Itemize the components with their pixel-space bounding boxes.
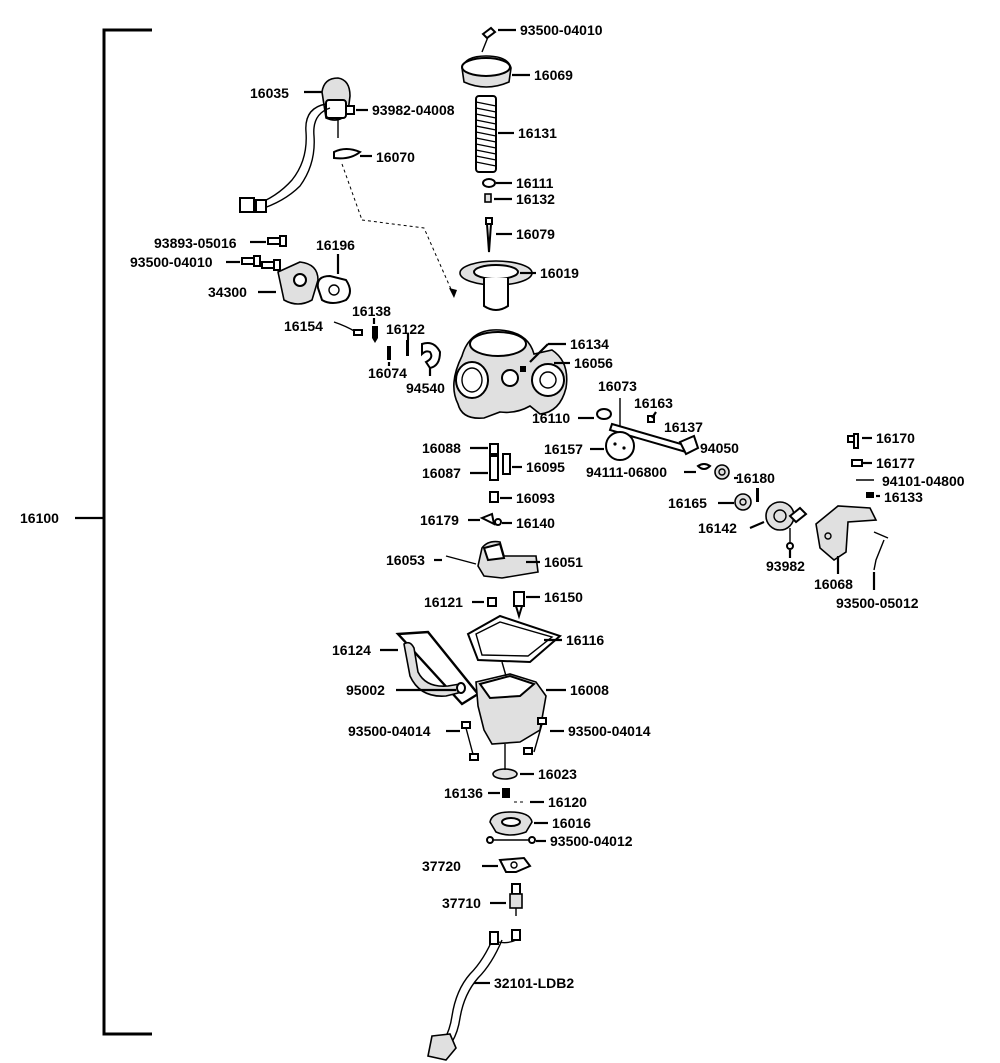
label-16132[interactable]: 16132 bbox=[516, 191, 555, 207]
float-bowl-gasket-part bbox=[466, 614, 562, 664]
label-93982-04008[interactable]: 93982-04008 bbox=[372, 102, 455, 118]
label-16131[interactable]: 16131 bbox=[518, 125, 557, 141]
label-16140[interactable]: 16140 bbox=[516, 515, 555, 531]
nut-94050-part bbox=[714, 464, 730, 480]
accelerator-pump-part bbox=[486, 788, 536, 844]
label-16121[interactable]: 16121 bbox=[424, 594, 463, 610]
label-16180[interactable]: 16180 bbox=[736, 470, 775, 486]
label-16110[interactable]: 16110 bbox=[532, 410, 570, 426]
top-screw-part bbox=[481, 26, 497, 53]
throttle-drum-part bbox=[734, 488, 808, 550]
label-94111-06800[interactable]: 94111-06800 bbox=[586, 464, 667, 480]
label-16137[interactable]: 16137 bbox=[664, 419, 703, 435]
carburetor-body-part bbox=[453, 329, 568, 420]
label-16074[interactable]: 16074 bbox=[368, 365, 407, 381]
spring-part bbox=[475, 95, 497, 173]
label-93500-04010-left[interactable]: 93500-04010 bbox=[130, 254, 213, 270]
label-16157[interactable]: 16157 bbox=[544, 441, 583, 457]
label-93500-05012[interactable]: 93500-05012 bbox=[836, 595, 919, 611]
label-93500-04014-right[interactable]: 93500-04014 bbox=[568, 723, 651, 739]
label-16122[interactable]: 16122 bbox=[386, 321, 425, 337]
bowl-drain-plug-part bbox=[492, 744, 518, 780]
jet-needle-part bbox=[485, 217, 493, 253]
label-16142[interactable]: 16142 bbox=[698, 520, 737, 536]
label-16154[interactable]: 16154 bbox=[284, 318, 323, 334]
label-16116[interactable]: 16116 bbox=[566, 632, 604, 648]
wire-harness-part bbox=[427, 929, 521, 1061]
label-16150[interactable]: 16150 bbox=[544, 589, 583, 605]
main-jets-part bbox=[479, 443, 511, 526]
drain-tube-part bbox=[395, 630, 480, 706]
label-16165[interactable]: 16165 bbox=[668, 495, 707, 511]
label-16093[interactable]: 16093 bbox=[516, 490, 555, 506]
label-16136[interactable]: 16136 bbox=[444, 785, 483, 801]
label-16051[interactable]: 16051 bbox=[544, 554, 583, 570]
label-32101-LDB2[interactable]: 32101-LDB2 bbox=[494, 975, 574, 991]
needle-clip-part bbox=[482, 178, 496, 203]
choke-screw-part bbox=[345, 105, 355, 115]
label-94050[interactable]: 94050 bbox=[700, 440, 739, 456]
label-94101-04800[interactable]: 94101-04800 bbox=[882, 473, 965, 489]
label-95002[interactable]: 95002 bbox=[346, 682, 385, 698]
label-16196[interactable]: 16196 bbox=[316, 237, 355, 253]
label-94540[interactable]: 94540 bbox=[406, 380, 445, 396]
label-16073[interactable]: 16073 bbox=[598, 378, 637, 394]
label-93500-04010-top[interactable]: 93500-04010 bbox=[520, 22, 603, 38]
choke-plate-part bbox=[333, 148, 362, 160]
auto-choke-part bbox=[239, 77, 351, 213]
assembly-bracket bbox=[75, 28, 152, 1036]
label-93982[interactable]: 93982 bbox=[766, 558, 805, 574]
label-16079[interactable]: 16079 bbox=[516, 226, 555, 242]
heater-bracket-part bbox=[498, 856, 532, 873]
label-93500-04014-left[interactable]: 93500-04014 bbox=[348, 723, 431, 739]
sensor-screws-part bbox=[241, 235, 287, 271]
label-16163[interactable]: 16163 bbox=[634, 395, 673, 411]
label-16138[interactable]: 16138 bbox=[352, 303, 391, 319]
throttle-position-sensor-part bbox=[277, 261, 319, 305]
label-16016[interactable]: 16016 bbox=[552, 815, 591, 831]
heater-sensor-part bbox=[509, 883, 523, 916]
label-16100[interactable]: 16100 bbox=[20, 510, 59, 526]
bowl-screws-part bbox=[461, 717, 547, 761]
label-16177[interactable]: 16177 bbox=[876, 455, 915, 471]
label-16120[interactable]: 16120 bbox=[548, 794, 587, 810]
label-16023[interactable]: 16023 bbox=[538, 766, 577, 782]
small-jets-part bbox=[333, 321, 442, 370]
float-pin-valve-part bbox=[487, 591, 525, 620]
label-93893-05016[interactable]: 93893-05016 bbox=[154, 235, 237, 251]
label-93500-04012[interactable]: 93500-04012 bbox=[550, 833, 633, 849]
label-16134[interactable]: 16134 bbox=[570, 336, 609, 352]
diaphragm-piston-part bbox=[459, 260, 533, 311]
throttle-shaft-part bbox=[596, 398, 712, 470]
label-16170[interactable]: 16170 bbox=[876, 430, 915, 446]
label-16008[interactable]: 16008 bbox=[570, 682, 609, 698]
sensor-gasket-part bbox=[316, 274, 351, 304]
label-37710[interactable]: 37710 bbox=[442, 895, 481, 911]
label-16111[interactable]: 16111 bbox=[516, 175, 554, 191]
label-16053[interactable]: 16053 bbox=[386, 552, 425, 568]
label-16069[interactable]: 16069 bbox=[534, 67, 573, 83]
float-bowl-part bbox=[475, 661, 547, 745]
label-16056[interactable]: 16056 bbox=[574, 355, 613, 371]
label-16070[interactable]: 16070 bbox=[376, 149, 415, 165]
label-16035[interactable]: 16035 bbox=[250, 85, 289, 101]
choke-assembly-guide bbox=[341, 163, 363, 221]
label-16068[interactable]: 16068 bbox=[814, 576, 853, 592]
label-16095[interactable]: 16095 bbox=[526, 459, 565, 475]
label-37720[interactable]: 37720 bbox=[422, 858, 461, 874]
label-16019[interactable]: 16019 bbox=[540, 265, 579, 281]
label-16124[interactable]: 16124 bbox=[332, 642, 371, 658]
label-34300[interactable]: 34300 bbox=[208, 284, 247, 300]
label-16087[interactable]: 16087 bbox=[422, 465, 461, 481]
float-part bbox=[445, 540, 539, 579]
cable-bracket-part bbox=[815, 433, 889, 571]
label-16179[interactable]: 16179 bbox=[420, 512, 459, 528]
label-16133[interactable]: 16133 bbox=[884, 489, 923, 505]
label-16088[interactable]: 16088 bbox=[422, 440, 461, 456]
carb-top-cap-part bbox=[461, 55, 512, 88]
